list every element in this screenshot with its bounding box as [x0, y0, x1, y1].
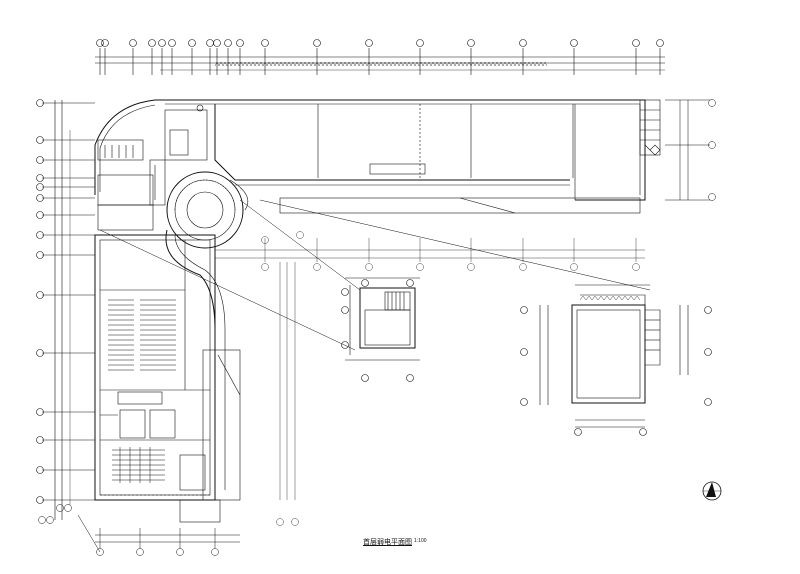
left-lower-markers: [38, 504, 72, 524]
top-axis-markers: [96, 39, 664, 47]
plan-linework: [36, 39, 716, 556]
spiral-stair: [165, 171, 249, 490]
bottom-dimension-lines: [77, 514, 240, 556]
drawing-scale: 1:100: [414, 538, 427, 544]
right-dimension-lines: [665, 99, 716, 201]
top-wing: [165, 99, 661, 214]
top-dimension-lines: [95, 48, 665, 75]
left-dimension-lines: [42, 100, 95, 520]
auditorium-seating: [108, 299, 176, 483]
leader-lines: [99, 199, 651, 351]
detail-plan-stair: [341, 277, 420, 382]
drawing-title: 首层弱电平面图: [363, 538, 412, 546]
corner-rooms: [94, 99, 208, 231]
left-axis-markers: [36, 99, 44, 504]
left-wing: [94, 234, 241, 523]
north-arrow-icon: [702, 481, 722, 501]
interior-dimensions: [215, 231, 645, 526]
detail-plan-hall: [520, 284, 712, 436]
